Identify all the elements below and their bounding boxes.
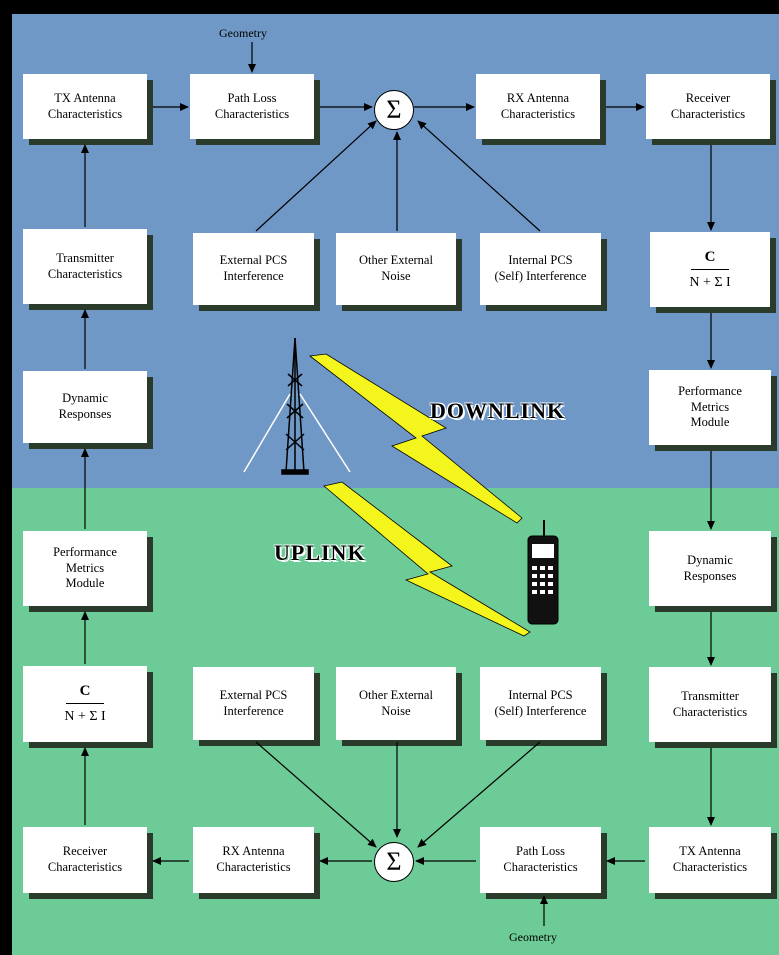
cell-tower-icon <box>243 337 351 475</box>
ul-geometry-label: Geometry <box>509 930 557 944</box>
downlink-lightning-bolt <box>308 353 523 524</box>
dl-sum-node: Σ <box>374 90 414 130</box>
mobile-phone-icon <box>527 520 559 625</box>
dl-internal-pcs-box: Internal PCS(Self) Interference <box>480 233 601 305</box>
uplink-lightning-bolt <box>323 481 531 637</box>
dl-geometry-label: Geometry <box>219 26 267 40</box>
ul-cni-ratio-box: C N + Σ I <box>23 666 147 742</box>
ul-internal-pcs-box: Internal PCS(Self) Interference <box>480 667 601 740</box>
dl-cni-ratio-box: C N + Σ I <box>650 232 770 307</box>
arrow-dl-int-to-sum <box>417 120 541 232</box>
downlink-label: DOWNLINK <box>430 398 566 423</box>
arrow-ul-int-to-sum <box>417 741 541 848</box>
ul-sum-node: Σ <box>374 842 414 882</box>
arrow-ul-ext-to-sum <box>255 741 377 848</box>
uplink-label: UPLINK <box>274 540 366 565</box>
arrow-dl-ext-to-sum <box>255 120 377 232</box>
diagram-graphics <box>81 42 715 926</box>
